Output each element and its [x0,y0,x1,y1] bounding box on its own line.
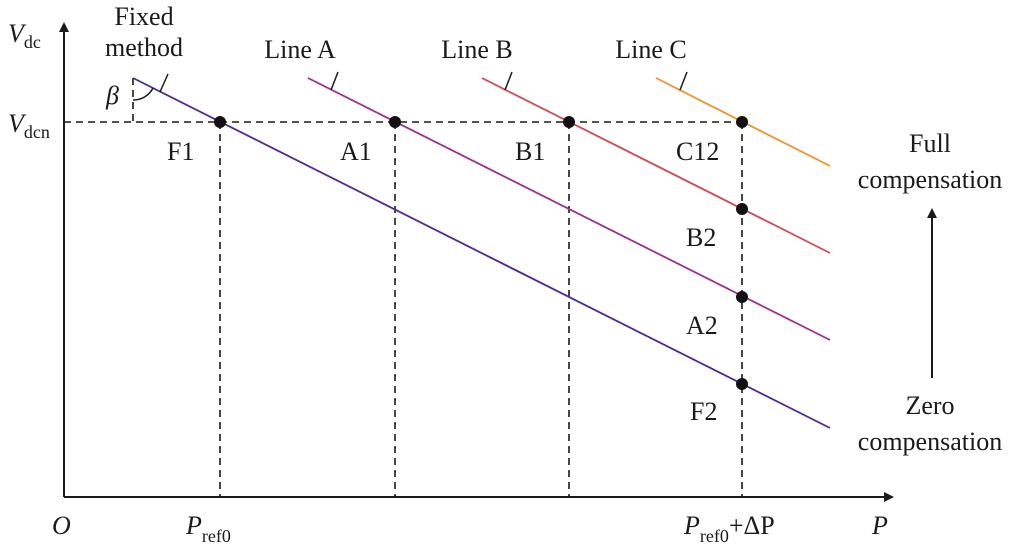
label-a1: A1 [340,137,372,166]
pref0-label: Pref0 [185,511,231,546]
line-b-label: Line B [441,35,513,64]
point-a1 [389,116,401,128]
label-b2: B2 [686,223,716,252]
point-c12 [736,116,748,128]
pref0-plus-dp-label: Pref0+ΔP [683,511,775,546]
origin-label: O [52,511,71,540]
label-c12: C12 [676,137,719,166]
vdcn-label: Vdcn [8,109,50,142]
zero-compensation-label-line1: Zero [905,391,954,420]
zero-compensation-label-line2: compensation [858,427,1002,456]
y-axis-label: Vdc [8,19,41,52]
point-f2 [736,378,748,390]
point-b1 [563,116,575,128]
fixed-method-leader [159,73,169,93]
fixed-method-label-line2: method [105,33,183,62]
point-a2 [736,291,748,303]
point-f1 [214,116,226,128]
label-a2: A2 [686,311,718,340]
line-c-leader [679,71,688,91]
label-f1: F1 [167,137,194,166]
label-f2: F2 [690,397,717,426]
full-compensation-label-line2: compensation [858,165,1002,194]
line-a-leader [330,71,339,91]
label-b1: B1 [515,137,545,166]
fixed-method-line [132,77,831,429]
beta-label: β [105,81,119,110]
x-axis-label: P [871,511,888,540]
full-compensation-label-line1: Full [909,129,951,158]
line-b-leader [504,71,513,91]
line-c-label: Line C [615,35,687,64]
line-b [481,77,831,254]
fixed-method-label-line1: Fixed [114,2,173,31]
beta-angle-arc [132,87,154,101]
point-b2 [736,203,748,215]
line-a-label: Line A [264,35,336,64]
